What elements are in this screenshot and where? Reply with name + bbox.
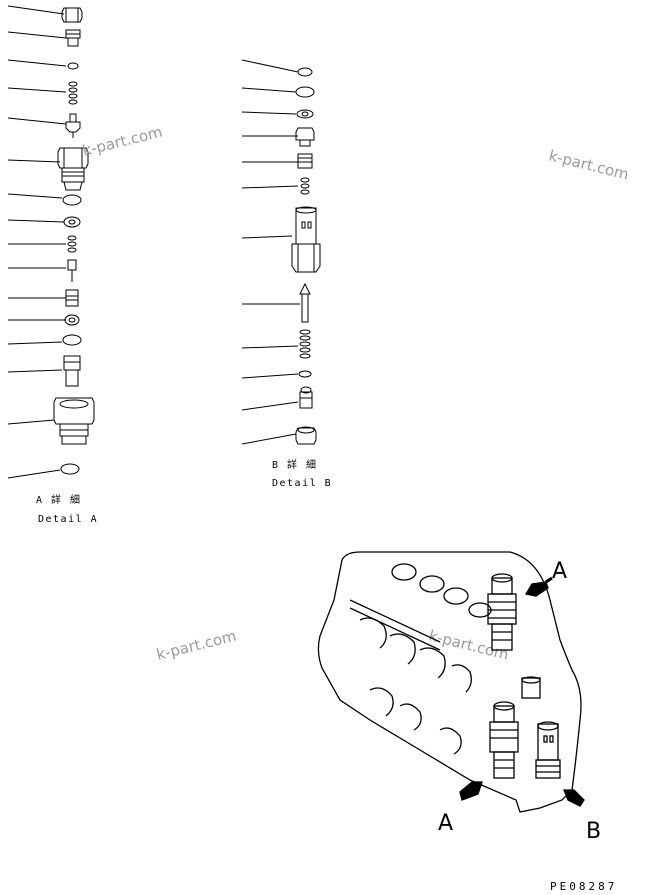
watermark: k-part.com — [81, 123, 165, 160]
part-a10-pin — [67, 259, 77, 282]
part-a16-o-ring — [60, 463, 80, 475]
arrow-b — [563, 789, 585, 807]
part-a09-spring — [67, 235, 77, 253]
part-a08-washer — [63, 216, 81, 228]
part-a07-o-ring — [62, 194, 82, 206]
part-a15-large-plug — [53, 397, 95, 445]
relief-valve-b — [535, 721, 561, 779]
part-b10-ring — [298, 370, 312, 378]
part-b09-spring — [299, 329, 311, 359]
detail-b-label-jp: B 詳 細 — [272, 458, 318, 471]
detail-a-exploded-view — [7, 5, 95, 479]
part-a06-valve-body — [57, 147, 89, 191]
part-b04-cap — [295, 127, 315, 147]
drawing-code: PE08287 — [550, 880, 617, 893]
part-a04-spring — [68, 81, 78, 105]
part-a11-sleeve — [65, 289, 79, 307]
arrow-a-upper — [524, 576, 553, 597]
callout-a-lower: A — [438, 811, 453, 836]
part-a01-hex-nut — [61, 7, 83, 23]
detail-b-exploded-view — [241, 59, 321, 445]
callout-a-upper: A — [552, 559, 567, 584]
part-b02-o-ring — [295, 86, 315, 98]
part-b03-washer — [296, 109, 314, 119]
relief-valve-a-lower — [489, 701, 519, 779]
detail-b-leader-lines — [241, 59, 300, 445]
part-a05-poppet — [65, 113, 81, 138]
valve-spool-lines — [349, 599, 472, 755]
part-a02-plug — [65, 29, 81, 47]
valve-block-outline — [317, 551, 582, 813]
detail-a-label-en: Detail A — [38, 514, 98, 525]
control-valve-assembly — [317, 551, 585, 813]
relief-valve-a-upper — [487, 573, 517, 651]
detail-a-leader-lines — [7, 5, 67, 479]
valve-side-port — [521, 676, 541, 699]
detail-b-label-en: Detail B — [272, 478, 332, 489]
part-b08-pin — [299, 282, 311, 323]
part-b01-o-ring — [297, 67, 313, 77]
watermark: k-part.com — [155, 627, 239, 664]
part-b07-valve-body — [291, 206, 321, 273]
part-a12-nut — [64, 314, 80, 326]
part-b05-sleeve — [297, 153, 313, 169]
part-b06-spring — [300, 177, 310, 195]
part-a03-ring — [67, 62, 79, 70]
part-a13-o-ring — [62, 334, 82, 346]
valve-top-ports — [391, 563, 492, 618]
watermark: k-part.com — [547, 146, 631, 183]
arrow-a-lower — [459, 781, 483, 801]
part-a14-fitting — [63, 355, 81, 387]
callout-b: B — [586, 819, 601, 844]
part-b11-poppet — [299, 386, 313, 409]
part-b12-hex-nut — [295, 426, 317, 445]
detail-a-label-jp: A 詳 細 — [36, 493, 82, 506]
